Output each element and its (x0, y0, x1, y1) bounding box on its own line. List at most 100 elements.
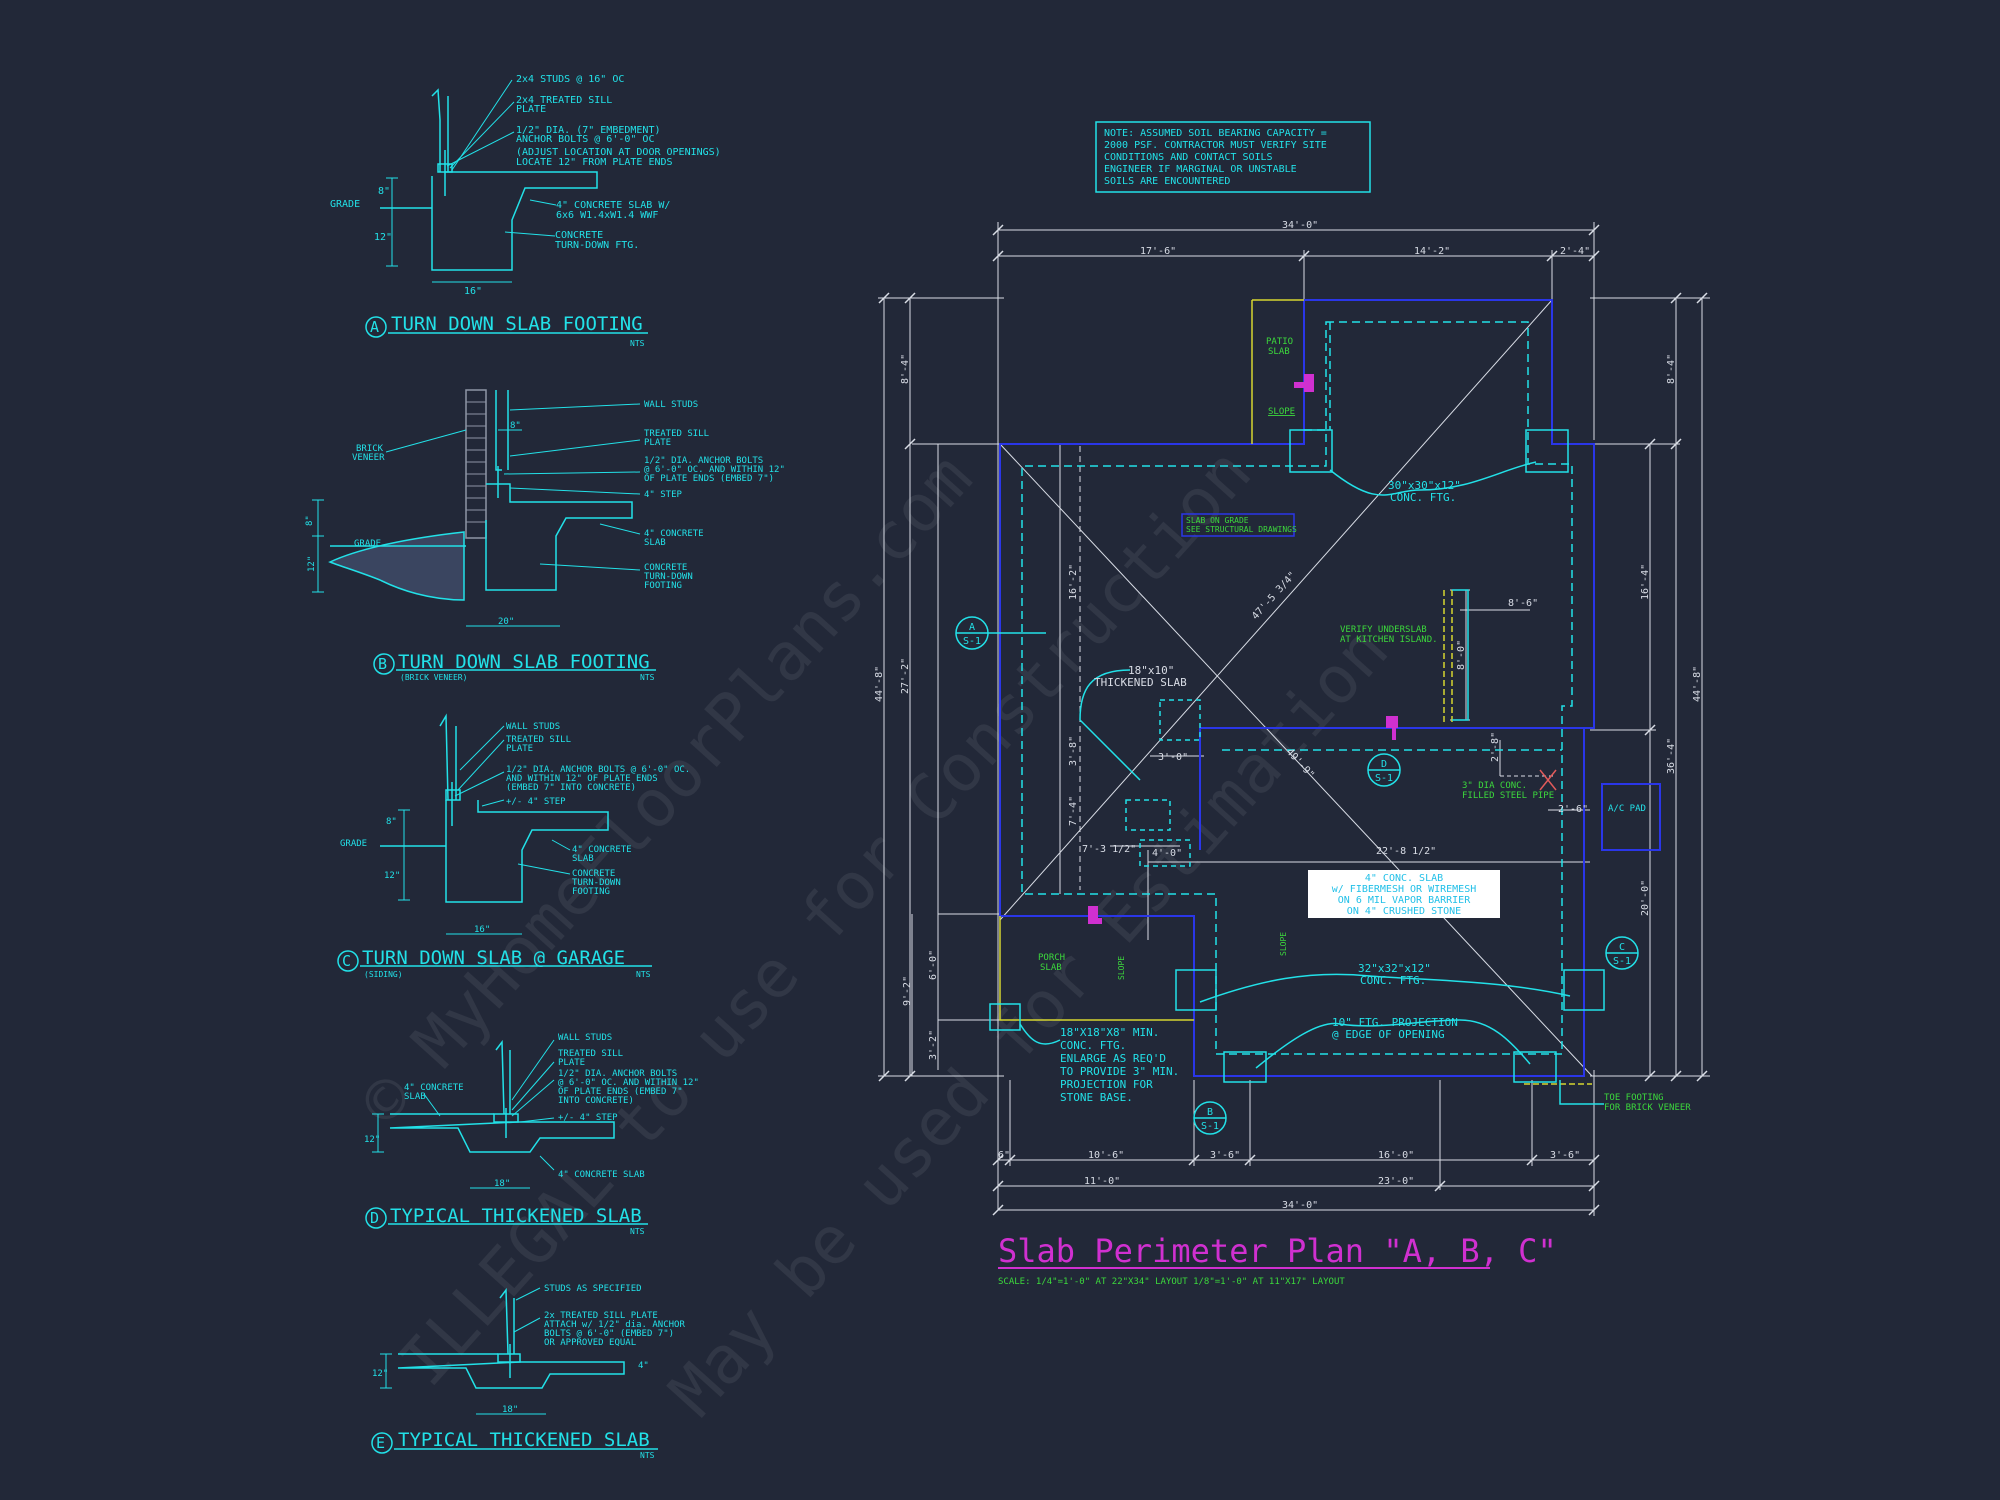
porch-slab-label-2: SLAB (1040, 963, 1062, 973)
dim-top-c: 2'-4" (1560, 246, 1590, 257)
detail-c-grade: GRADE (340, 839, 367, 849)
detail-e (371, 1287, 658, 1454)
slab-on-grade-label-1: SLAB ON GRADE (1186, 516, 1249, 525)
plan-scale: SCALE: 1/4"=1'-0" AT 22"X34" LAYOUT 1/8"… (998, 1277, 1345, 1287)
detail-a-note-10: CONCRETE (555, 230, 603, 241)
detail-e-letter: E (376, 1434, 385, 1452)
detail-e-note-5: OR APPROVED EQUAL (544, 1338, 636, 1348)
detail-d-note-7: INTO CONCRETE) (558, 1096, 634, 1106)
stone-ftg-line-5: PROJECTION FOR (1060, 1078, 1153, 1091)
detail-b-subtitle: (BRICK VENEER) (400, 673, 467, 682)
detail-d-dim-h: 12" (364, 1135, 380, 1145)
detail-b-title: TURN DOWN SLAB FOOTING (398, 651, 650, 673)
detail-c-note-2: TREATED SILL (506, 735, 571, 745)
detail-b-dim-h2: 12" (307, 556, 317, 572)
callout-d-letter: D (1381, 759, 1387, 770)
dim-int-d2: 3'-8" (1068, 736, 1079, 766)
detail-e-nts: NTS (640, 1451, 655, 1460)
dim-top-b: 14'-2" (1414, 246, 1450, 257)
detail-d-note-2: TREATED SILL (558, 1049, 623, 1059)
footing-pads (989, 429, 1605, 1083)
detail-c-subtitle: (SIDING) (364, 970, 403, 979)
detail-d-note-8: +/- 4" STEP (558, 1113, 618, 1123)
soil-note-line-3: CONDITIONS AND CONTACT SOILS (1104, 152, 1273, 163)
garage-slope-label: SLOPE (1279, 932, 1288, 956)
detail-b-note-5: @ 6'-0" OC. AND WITHIN 12" (644, 465, 785, 475)
detail-a-note-8: 4" CONCRETE SLAB W/ (556, 200, 670, 211)
dim-int-d4: 7'-3 1/2" (1082, 844, 1136, 855)
conc-slab-note-3: ON 6 MIL VAPOR BARRIER (1338, 895, 1471, 906)
verify-label-2: AT KITCHEN ISLAND. (1340, 635, 1438, 645)
detail-b-dim-top: 8" (510, 421, 521, 431)
detail-c-note-6: (EMBED 7" INTO CONCRETE) (506, 783, 636, 793)
steel-pipe-label-2: FILLED STEEL PIPE (1462, 791, 1554, 801)
dim-left-a: 9'-2" (902, 976, 913, 1006)
detail-c-note-9: SLAB (572, 854, 594, 864)
detail-c-note-5: AND WITHIN 12" OF PLATE ENDS (506, 774, 658, 784)
detail-a-letter: A (370, 318, 379, 336)
dim-left-b: 6'-0" (928, 950, 939, 980)
stone-ftg-line-1: 18"X18"X8" MIN. (1060, 1026, 1159, 1039)
dim-int-d3: 7'-4" (1068, 796, 1079, 826)
kitchen-yellow (1443, 590, 1453, 724)
detail-d-labels: WALL STUDS TREATED SILL PLATE 1/2" DIA. … (364, 1033, 699, 1236)
dim-bottom-d: 3'-6" (1550, 1150, 1580, 1161)
detail-d-title: TYPICAL THICKENED SLAB (390, 1205, 642, 1227)
detail-b-note-9: SLAB (644, 538, 666, 548)
kitchen-marker (1386, 716, 1398, 728)
dim-right-a: 16'-4" (1640, 564, 1651, 600)
detail-b-note-2: TREATED SILL (644, 429, 709, 439)
stone-ftg-line-2: CONC. FTG. (1060, 1039, 1126, 1052)
dim-bottom-c: 16'-0" (1378, 1150, 1414, 1161)
plan-title: Slab Perimeter Plan "A, B, C" (998, 1232, 1557, 1270)
detail-a-dim-h2: 12" (374, 232, 392, 243)
patio-slope-label: SLOPE (1268, 407, 1295, 417)
detail-b-note-6: OF PLATE ENDS (EMBED 7") (644, 474, 774, 484)
detail-a-dim-w: 16" (464, 286, 482, 297)
soil-note-line-5: SOILS ARE ENCOUNTERED (1104, 176, 1230, 187)
detail-a-note-9: 6x6 W1.4xW1.4 WWF (556, 210, 658, 221)
conc-slab-note-1: 4" CONC. SLAB (1365, 873, 1443, 884)
toe-footing-line-2: FOR BRICK VENEER (1604, 1103, 1691, 1113)
slab-perimeter (999, 299, 1595, 1077)
detail-a-note-6: (ADJUST LOCATION AT DOOR OPENINGS) (516, 147, 721, 158)
projection-line-2: @ EDGE OF OPENING (1332, 1028, 1445, 1041)
porch-marker (1088, 906, 1098, 924)
steel-pipe-label-1: 3" DIA CONC. (1462, 781, 1527, 791)
verify-label-1: VERIFY UNDERSLAB (1340, 625, 1427, 635)
patio-post-marker-2 (1294, 382, 1304, 388)
detail-a-note-1: 2x4 STUDS @ 16" OC (516, 74, 624, 85)
porch-yellow (999, 916, 1194, 1021)
detail-c-note-1: WALL STUDS (506, 722, 560, 732)
detail-b-grade: GRADE (354, 539, 381, 549)
plan-dimension-lines (878, 222, 1710, 1216)
plan-labels: PATIO SLAB SLOPE SLAB ON GRADE SEE STRUC… (1038, 337, 1691, 1113)
dim-left-overall: 44'-8" (874, 666, 885, 702)
toe-footing-line-1: TOE FOOTING (1604, 1093, 1664, 1103)
slab-on-grade-label-2: SEE STRUCTURAL DRAWINGS (1186, 525, 1297, 534)
detail-b-dim-w: 20" (498, 617, 514, 627)
dim-bottom-a: 10'-6" (1088, 1150, 1124, 1161)
detail-e-note-1: STUDS AS SPECIFIED (544, 1284, 642, 1294)
detail-a-labels: 2x4 STUDS @ 16" OC 2x4 TREATED SILL PLAT… (330, 74, 721, 348)
detail-b-letter: B (378, 655, 387, 673)
stone-ftg-line-6: STONE BASE. (1060, 1091, 1133, 1104)
detail-a-grade: GRADE (330, 199, 360, 210)
conc-ftg-32-line-1: 32"x32"x12" (1358, 962, 1431, 975)
plan-dimension-ticks (878, 224, 1708, 1216)
detail-b-brick-1: BRICK (356, 444, 384, 454)
dim-int-d6: 3'-0" (1158, 752, 1188, 763)
soil-note-box: NOTE: ASSUMED SOIL BEARING CAPACITY = 20… (1095, 121, 1371, 193)
ac-pad-outline (1601, 783, 1661, 851)
detail-e-note-2: 2x TREATED SILL PLATE (544, 1311, 658, 1321)
dim-bottom-e: 11'-0" (1084, 1176, 1120, 1187)
porch-slope-label: SLOPE (1117, 956, 1126, 980)
detail-c-labels: WALL STUDS TREATED SILL PLATE 1/2" DIA. … (340, 722, 690, 979)
callout-d-sheet: S-1 (1375, 773, 1393, 784)
detail-c-note-12: FOOTING (572, 887, 610, 897)
detail-c-letter: C (342, 952, 351, 970)
soil-note-line-1: NOTE: ASSUMED SOIL BEARING CAPACITY = (1104, 128, 1327, 139)
dim-int-d10: 2'-6" (1558, 804, 1588, 815)
projection-line-1: 10" FTG. PROJECTION (1332, 1016, 1458, 1029)
